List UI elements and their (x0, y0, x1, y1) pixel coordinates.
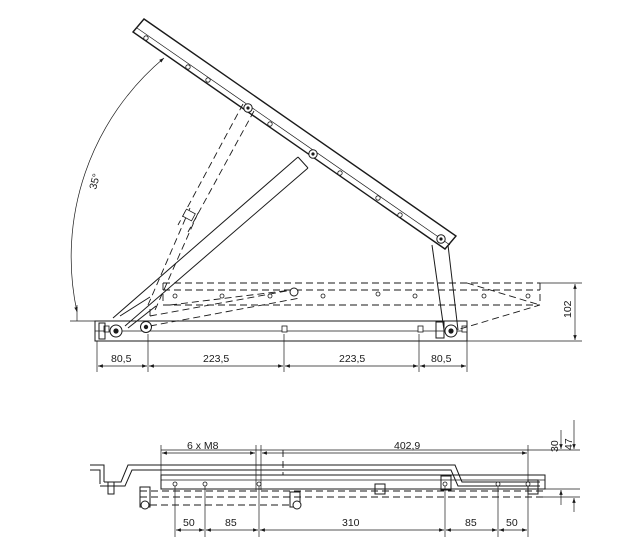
side-view: 35° 102 80,5 223,5 223,5 80,5 (70, 18, 582, 372)
pivots (98, 321, 458, 340)
angle-dimension: 35° (70, 57, 165, 321)
top-dim-5: 50 (506, 517, 518, 529)
top-dim-2: 85 (225, 517, 237, 529)
thread-label: 6 x M8 (187, 440, 219, 452)
raised-arm (131, 18, 458, 250)
side-dim-2: 223,5 (203, 353, 229, 365)
top-bottom-dims: 50 85 310 85 50 (174, 486, 529, 537)
height-dim-label: 102 (562, 300, 574, 318)
top-dim-1: 50 (183, 517, 195, 529)
lower-frame-dashed (139, 486, 545, 510)
right-dim-30: 30 (549, 440, 561, 452)
bent-bar (90, 464, 540, 487)
side-dim-4: 80,5 (431, 353, 452, 365)
base-rail (70, 320, 468, 342)
gas-spring (147, 103, 255, 311)
side-dim-1: 80,5 (111, 353, 132, 365)
rear-leg (431, 244, 459, 331)
upper-frame (107, 449, 546, 495)
top-view: 6 x M8 402,9 30 47 (90, 420, 580, 537)
top-dim-3: 310 (342, 517, 360, 529)
top-dim-4: 85 (465, 517, 477, 529)
support-strut (112, 156, 309, 329)
height-dimension: 102 (467, 282, 582, 342)
top-right-dims: 30 47 (540, 420, 580, 512)
lowered-frame-dashed (149, 282, 541, 333)
side-dim-3: 223,5 (339, 353, 365, 365)
side-bottom-dims: 80,5 223,5 223,5 80,5 (96, 334, 468, 372)
top-upper-dims: 6 x M8 402,9 (160, 440, 529, 480)
right-dim-47: 47 (563, 438, 575, 450)
angle-label: 35° (87, 172, 103, 190)
length-dim-label: 402,9 (394, 440, 420, 452)
